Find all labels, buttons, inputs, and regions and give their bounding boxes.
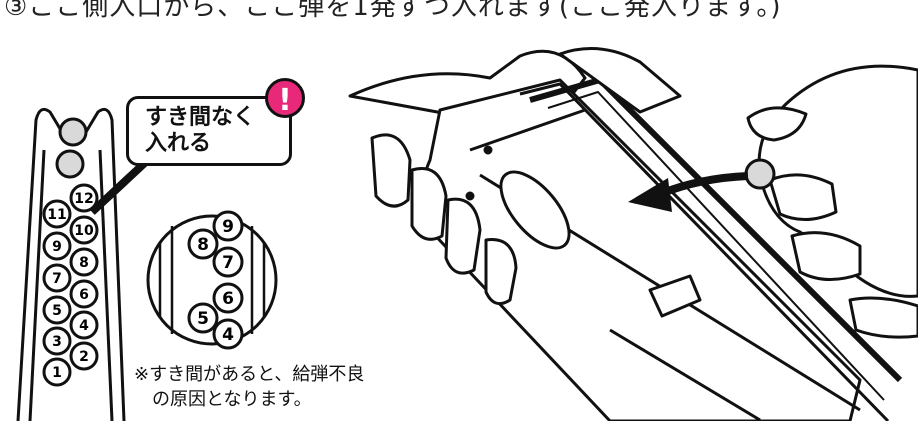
magazine-ball: [42, 263, 72, 293]
zoom-circle: [146, 214, 278, 346]
magazine-ball: [42, 357, 72, 387]
empty-slot: [55, 149, 85, 179]
note-line-1: ※すき間があると、給弾不良: [134, 364, 365, 385]
zoom-ball-number: 6: [222, 289, 234, 309]
magazine-ball: [69, 215, 99, 245]
zoom-ball-number: 7: [222, 253, 234, 273]
magazine-ball-number: 10: [74, 223, 94, 239]
blaster-illustration: [348, 47, 918, 421]
magazine-ball: [69, 310, 99, 340]
magazine-ball-number: 2: [79, 349, 89, 365]
callout-pointer: [89, 155, 153, 215]
magazine-ball: [69, 183, 99, 213]
magazine-ball-number: 3: [52, 334, 62, 350]
insert-arrow-icon: [628, 172, 749, 212]
callout-line-2: 入れる: [145, 131, 212, 156]
note: ※すき間があると、給弾不良 の原因となります。: [134, 362, 364, 412]
magazine-ball-number: 9: [52, 239, 62, 255]
magazine-ball: [69, 279, 99, 309]
magazine-ball-number: 5: [52, 303, 62, 319]
empty-slot: [58, 117, 88, 147]
magazine-ball-number: 6: [79, 287, 89, 303]
magazine-ball: [69, 247, 99, 277]
header-text: ③ここ側入口から、ここ弾を1発ずつ入れます(ここ発入ります。): [4, 0, 782, 22]
zoom-ball: [187, 228, 219, 260]
zoom-ball-number: 9: [222, 217, 234, 237]
zoom-ball: [212, 318, 244, 350]
magazine-ball-number: 12: [74, 191, 93, 207]
zoom-ball: [212, 210, 244, 242]
zoom-ball: [212, 246, 244, 278]
magazine-ball: [42, 199, 72, 229]
magazine-ball-number: 8: [79, 255, 89, 271]
magazine-ball: [42, 326, 72, 356]
magazine-ball-number: 7: [52, 271, 62, 287]
magazine-ball: [69, 341, 99, 371]
magazine-ball: [42, 295, 72, 325]
zoom-balls: 987 654: [187, 210, 244, 350]
magazine-ball-number: 1: [52, 365, 62, 381]
header-strip: ③ここ側入口から、ここ弾を1発ずつ入れます(ここ発入ります。): [0, 0, 918, 22]
zoom-ball: [212, 282, 244, 314]
magazine-ball-number: 4: [79, 318, 89, 334]
callout-bubble: すき間なく 入れる: [126, 96, 292, 166]
callout-line-1: すき間なく: [145, 105, 256, 130]
note-line-2: の原因となります。: [152, 389, 312, 410]
magazine-ball: [42, 231, 72, 261]
zoom-ball-number: 5: [197, 309, 209, 329]
warning-icon: !: [265, 78, 305, 118]
magazine-ball-number: 11: [47, 207, 66, 223]
zoom-ball: [187, 302, 219, 334]
zoom-ball-number: 4: [222, 325, 234, 345]
zoom-ball-number: 8: [197, 235, 209, 255]
